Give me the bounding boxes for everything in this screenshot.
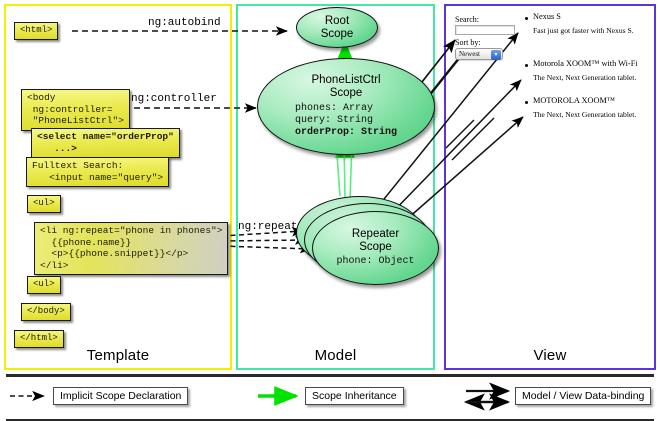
scope-repeater-props: phone: Object bbox=[336, 256, 414, 268]
sort-select-value: Newest bbox=[459, 50, 480, 58]
code-box-select: <select name="orderProp" ...> bbox=[31, 128, 180, 159]
list-bullet bbox=[525, 64, 528, 67]
list-item: MOTOROLA XOOM™ The Next, Next Generation… bbox=[533, 96, 636, 119]
phone-snippet: Fast just got faster with Nexus S. bbox=[533, 26, 634, 35]
code-box-html-open: <html> bbox=[14, 22, 59, 40]
scope-phonelistctrl: PhoneListCtrl Scope phones: Array query:… bbox=[257, 58, 435, 155]
code-box-body-open: <body ng:controller= "PhoneListCtrl"> bbox=[21, 89, 130, 131]
scope-root: Root Scope bbox=[296, 7, 378, 48]
list-bullet bbox=[525, 101, 528, 104]
search-input[interactable] bbox=[455, 25, 515, 35]
edge-label-repeat: ng:repeat bbox=[238, 221, 298, 233]
legend-item-implicit: Implicit Scope Declaration bbox=[53, 387, 189, 405]
code-box-ul-close: <ul> bbox=[27, 276, 61, 294]
phone-snippet: The Next, Next Generation tablet. bbox=[533, 73, 637, 82]
legend-item-databinding: Model / View Data-binding bbox=[515, 387, 652, 405]
scope-prop-phone: phone: Object bbox=[336, 256, 415, 268]
scope-repeater-title: Repeater Scope bbox=[351, 227, 400, 253]
legend-divider-top bbox=[6, 374, 654, 377]
scope-prop-phones: phones: Array bbox=[294, 102, 373, 114]
scope-prop-query: query: String bbox=[294, 114, 373, 126]
list-bullet bbox=[525, 17, 528, 20]
view-search-label: Search: bbox=[455, 15, 479, 24]
phone-name: Motorola XOOM™ with Wi-Fi bbox=[533, 59, 638, 68]
code-box-ul-open: <ul> bbox=[27, 195, 61, 213]
scope-prop-orderprop: orderProp: String bbox=[294, 126, 398, 138]
column-label-view: View bbox=[533, 347, 567, 364]
edge-label-autobind: ng:autobind bbox=[148, 17, 221, 29]
legend-icons bbox=[10, 382, 511, 411]
code-box-fulltext-search: Fulltext Search: <input name="query"> bbox=[26, 157, 170, 188]
phone-name: Nexus S bbox=[533, 12, 561, 21]
list-item: Nexus S Fast just got faster with Nexus … bbox=[533, 12, 634, 35]
column-label-model: Model bbox=[314, 347, 357, 364]
phone-name: MOTOROLA XOOM™ bbox=[533, 96, 615, 105]
connector-databinding bbox=[371, 32, 524, 228]
legend: Implicit Scope Declaration Scope Inherit… bbox=[0, 374, 660, 421]
view-sort-label: Sort by: bbox=[455, 38, 481, 47]
code-box-body-close: </body> bbox=[21, 303, 71, 321]
edge-label-controller: ng:controller bbox=[131, 93, 217, 105]
column-model: Model bbox=[236, 4, 435, 370]
scope-root-title: Root Scope bbox=[320, 14, 354, 40]
scope-phonelistctrl-title: PhoneListCtrl Scope bbox=[311, 74, 381, 99]
scope-repeater: Repeater Scope phone: Object bbox=[312, 211, 439, 285]
sort-select[interactable]: Newest ▾ bbox=[455, 48, 503, 60]
legend-divider-bottom bbox=[6, 419, 654, 421]
column-label-template: Template bbox=[86, 347, 150, 364]
connector-repeat bbox=[221, 226, 312, 254]
column-view: View bbox=[444, 4, 656, 370]
scope-phonelistctrl-props: phones: Array query: String orderProp: S… bbox=[295, 103, 397, 139]
legend-item-inheritance: Scope Inheritance bbox=[305, 387, 404, 405]
chevron-down-icon: ▾ bbox=[491, 50, 501, 60]
code-box-html-close: </html> bbox=[14, 330, 64, 348]
phone-snippet: The Next, Next Generation tablet. bbox=[533, 110, 637, 119]
code-box-li-repeat: <li ng:repeat="phone in phones"> {{phone… bbox=[34, 222, 229, 276]
list-item: Motorola XOOM™ with Wi-Fi The Next, Next… bbox=[533, 59, 638, 82]
